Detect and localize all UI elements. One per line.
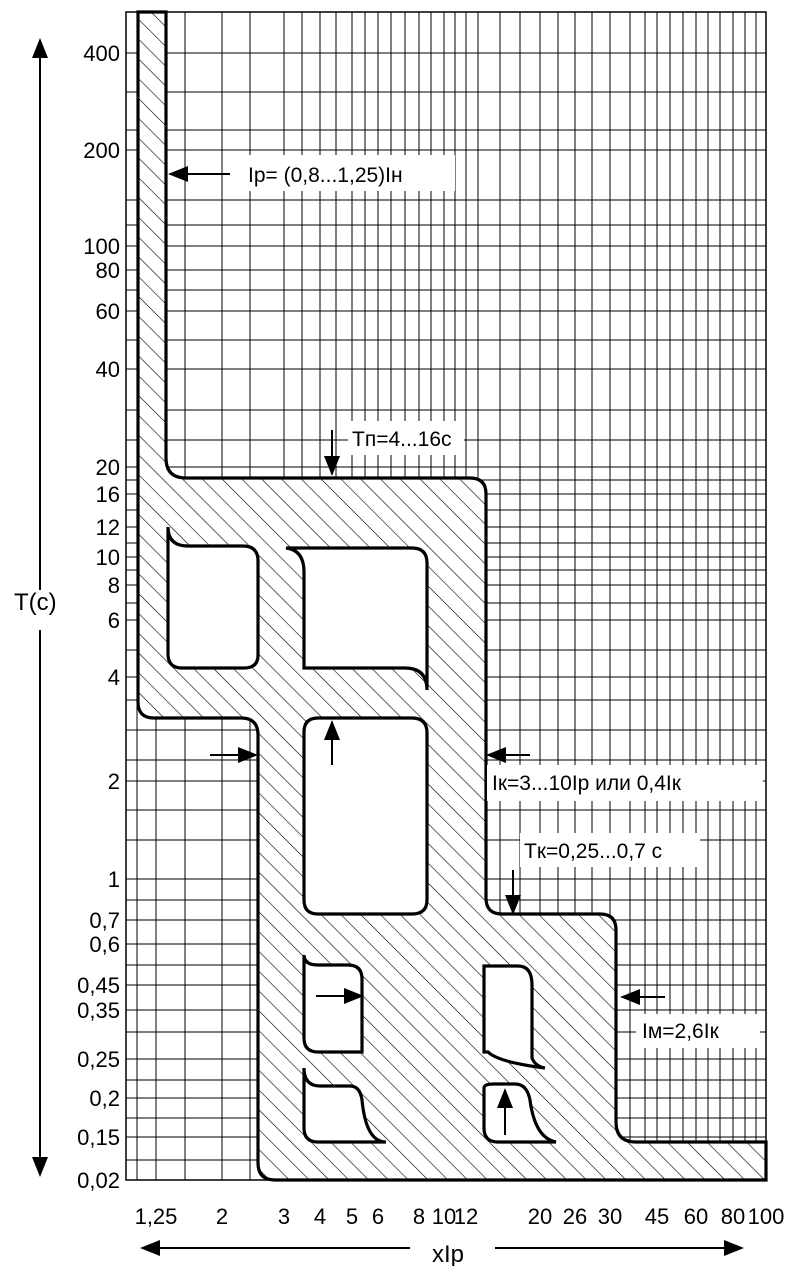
y-tick-label: 0,02 [77,1168,120,1193]
x-tick-label: 30 [598,1204,622,1229]
y-tick-label: 16 [96,482,120,507]
y-tick-label: 400 [83,41,120,66]
y-tick-label: 0,6 [89,932,120,957]
x-tick-label: 8 [413,1204,425,1229]
y-tick-label: 0,2 [89,1086,120,1111]
y-tick-label: 200 [83,138,120,163]
y-tick-label: 0,45 [77,973,120,998]
y-tick-label: 2 [108,769,120,794]
annotation-tp: Tп=4...16с [352,428,452,451]
x-tick-label: 80 [721,1204,745,1229]
annotation-im: Iм=2,6Iк [642,1020,720,1043]
band-inner-cutout [166,526,260,670]
characteristic-band [136,10,768,1182]
band-outer-boundary [136,10,768,1182]
x-axis-title: xIp [432,1241,464,1266]
y-tick-label: 10 [96,545,120,570]
band-inner-cutout [302,1067,387,1144]
x-tick-label: 45 [645,1204,669,1229]
y-tick-label: 6 [108,608,120,633]
y-tick-label: 100 [83,234,120,259]
band-inner-cutout [302,954,364,1054]
x-tick-label: 5 [346,1204,358,1229]
x-tick-label: 20 [528,1204,552,1229]
band-inner-cutout [285,546,429,691]
x-tick-label: 3 [278,1204,290,1229]
band-inner-cutout [482,964,546,1070]
y-tick-label: 1 [108,867,120,892]
y-tick-labels: 40020010080604020161210864210,70,60,450,… [77,41,120,1193]
annotation-tk: Tк=0,25...0,7 с [524,840,662,863]
y-tick-label: 0,15 [77,1125,120,1150]
x-tick-label: 60 [684,1204,708,1229]
y-tick-label: 4 [108,665,120,690]
y-tick-label: 8 [108,573,120,598]
y-tick-label: 12 [96,515,120,540]
x-tick-label: 12 [454,1204,478,1229]
x-tick-label: 26 [563,1204,587,1229]
y-tick-label: 40 [96,357,120,382]
y-tick-label: 0,7 [89,908,120,933]
x-tick-label: 2 [216,1204,228,1229]
y-tick-label: 80 [96,258,120,283]
y-tick-label: 60 [96,299,120,324]
band-inner-cutout [302,716,429,916]
y-axis-title: T(c) [14,589,57,616]
x-tick-label: 6 [372,1204,384,1229]
x-tick-label: 4 [314,1204,326,1229]
x-tick-label: 1,25 [135,1204,178,1229]
annotation-ip: Ip= (0,8...1,25)Iн [248,164,403,187]
y-tick-label: 20 [96,455,120,480]
y-tick-label: 0,25 [77,1047,120,1072]
annotation-ik: Iк=3...10Ip или 0,4Iк [492,772,682,795]
x-tick-label: 10 [432,1204,456,1229]
x-tick-label: 100 [748,1204,785,1229]
y-tick-label: 0,35 [77,998,120,1023]
